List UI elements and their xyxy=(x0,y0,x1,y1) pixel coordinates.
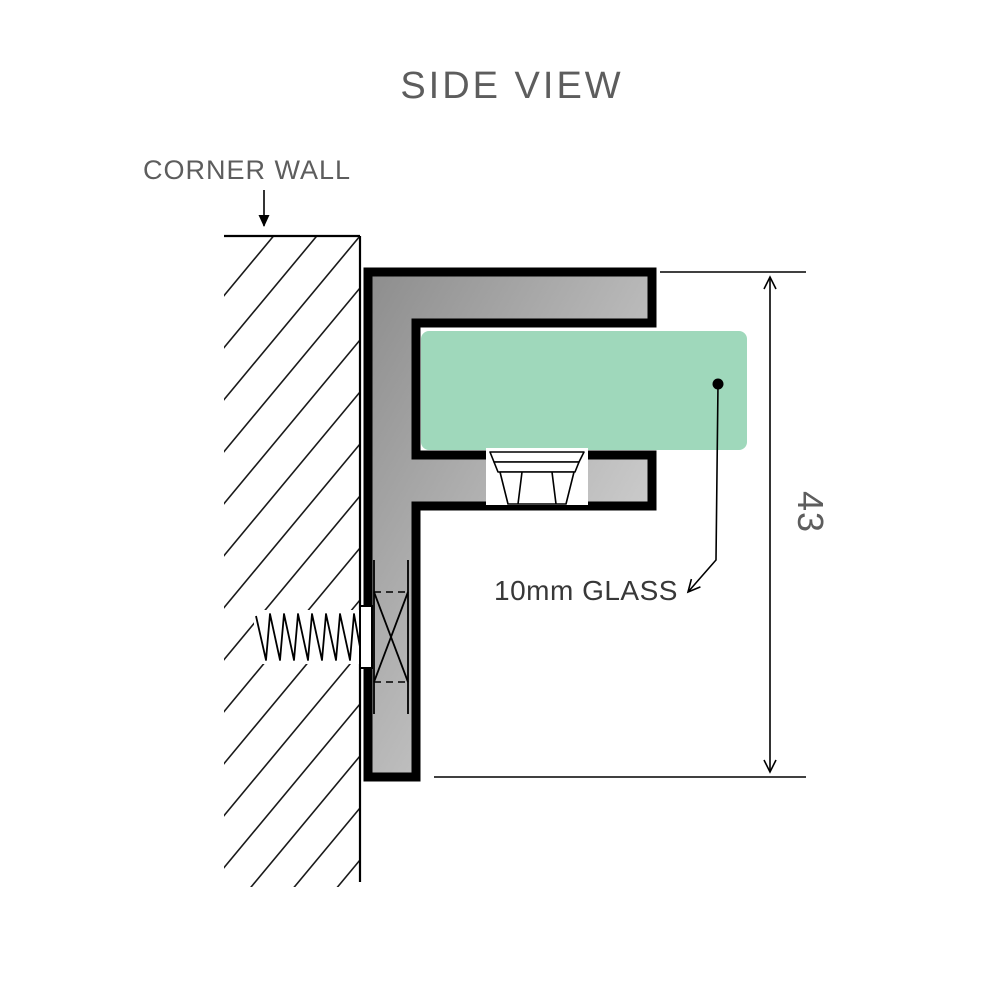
corner-wall-label: CORNER WALL xyxy=(143,155,351,185)
glass-panel xyxy=(421,331,747,450)
dimension-value: 43 xyxy=(790,491,831,533)
screw-head xyxy=(359,560,409,714)
dimension-43: 43 xyxy=(434,271,831,778)
callout-leader-line xyxy=(686,383,719,594)
wall-bracket-profile xyxy=(363,267,657,782)
glass-callout: 10mm GLASS xyxy=(494,378,724,606)
wall-hatching xyxy=(224,237,361,887)
gasket-seal xyxy=(486,448,588,505)
wall xyxy=(224,234,362,887)
page-title: SIDE VIEW xyxy=(400,65,623,107)
glass-label: 10mm GLASS xyxy=(494,575,678,606)
screw-thread xyxy=(254,610,366,664)
